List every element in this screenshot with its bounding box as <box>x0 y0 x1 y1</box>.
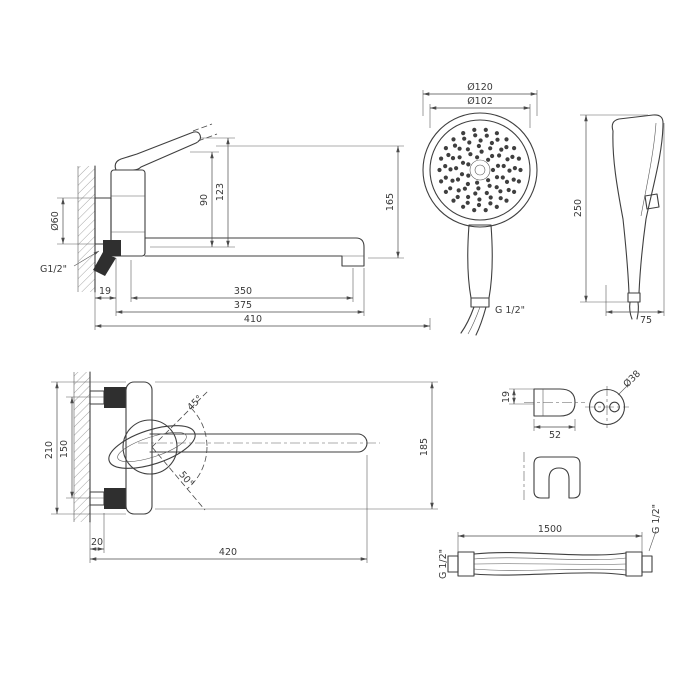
dim-d38-label: Ø38 <box>621 368 643 390</box>
dim-90-label: 90 <box>199 194 210 206</box>
inlet-pipe <box>93 252 116 276</box>
nozzle-dots <box>437 127 523 213</box>
dim-19-label: 19 <box>99 286 111 297</box>
handshower-side-view: 250 75 <box>573 114 665 326</box>
dim-420-label: 420 <box>219 547 237 558</box>
shower-side-outline <box>611 114 664 294</box>
side-hose-connector <box>627 292 641 303</box>
dim-250-label: 250 <box>573 199 584 217</box>
eccentric-nut-top <box>104 387 126 408</box>
dim-75-label: 75 <box>640 315 652 326</box>
holder-top-view: 19 52 Ø38 <box>501 368 643 441</box>
shower-head-face <box>429 119 531 221</box>
angle-45-label: 45° <box>185 393 205 413</box>
mixer-body <box>122 419 178 475</box>
dim-20-label: 20 <box>91 537 103 548</box>
dim-1500-label: 1500 <box>538 524 562 535</box>
spout <box>144 237 365 267</box>
hose-nut-left <box>447 555 459 573</box>
thread-g12-label: G1/2" <box>40 264 67 275</box>
shower-handle <box>467 224 493 299</box>
faucet-side-view: 90 123 165 Ø60 G1/2" 19 350 375 410 <box>40 123 431 330</box>
dim-d102-label: Ø102 <box>467 96 493 107</box>
hose-thread-left-label: G 1/2" <box>438 549 449 579</box>
dim-150-label: 150 <box>59 440 70 458</box>
hose-connector <box>470 297 490 308</box>
dim-52-label: 52 <box>549 430 561 441</box>
escutcheon <box>94 197 112 245</box>
handle-top <box>108 425 196 469</box>
eccentric-nut-bottom <box>104 488 126 509</box>
lever-handle <box>114 131 202 171</box>
hose-ferrule-right <box>625 551 643 577</box>
hose-nut-right <box>641 555 653 573</box>
hose-thread-right-label: G 1/2" <box>651 504 662 534</box>
holder-side-view <box>523 452 581 503</box>
shower-hose-view: 1500 G 1/2" G 1/2" <box>438 504 662 579</box>
dim-19b-label: 19 <box>501 391 512 403</box>
dim-350-label: 350 <box>234 286 252 297</box>
dim-d60-label: Ø60 <box>50 211 61 231</box>
wall-hatch-2 <box>74 372 90 522</box>
angle-50-label: 50° <box>176 469 195 489</box>
holder-hook <box>533 456 581 499</box>
shower-clip <box>644 193 660 210</box>
hose-ferrule-left <box>457 551 475 577</box>
faucet-body-top <box>125 381 153 515</box>
dim-123-label: 123 <box>215 183 226 201</box>
dim-d120-label: Ø120 <box>467 82 493 93</box>
faucet-top-view: 45° 50° 210 150 185 20 420 <box>44 371 438 563</box>
dim-165-label: 165 <box>385 193 396 211</box>
dim-410-label: 410 <box>244 314 262 325</box>
wall-hatch <box>78 166 95 292</box>
wall-nut <box>103 240 121 256</box>
dim-210-label: 210 <box>44 441 55 459</box>
handshower-front-view: Ø120 Ø102 G 1/2" <box>422 82 538 336</box>
dim-185-label: 185 <box>419 438 430 456</box>
shower-thread-label: G 1/2" <box>495 305 525 316</box>
dim-375-label: 375 <box>234 300 252 311</box>
shower-head-outer <box>422 112 538 228</box>
